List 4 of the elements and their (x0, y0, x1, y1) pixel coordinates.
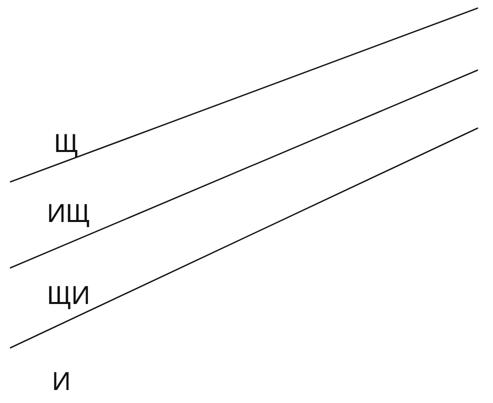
region-label: ЩИ (47, 280, 90, 310)
region-label: ИЩ (47, 198, 90, 228)
region-label: И (52, 366, 71, 396)
region-label: Щ (54, 128, 78, 158)
